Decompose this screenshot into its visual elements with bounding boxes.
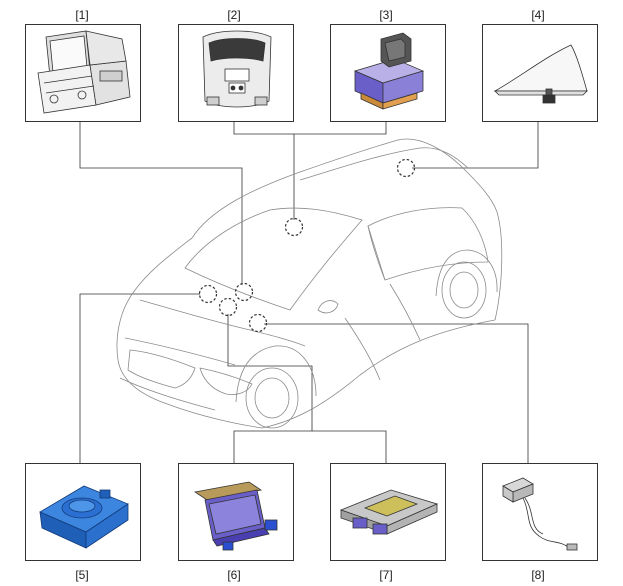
blue-module-icon: [39, 485, 129, 549]
sensor-with-harness-icon: [502, 477, 578, 551]
leader-lines: [79, 122, 539, 463]
component-label-4: [4]: [531, 8, 545, 22]
car-windshield: [184, 207, 363, 311]
car-hood-line: [139, 299, 306, 347]
location-marker-1: [234, 282, 254, 302]
bracket-module-icon: [193, 481, 278, 551]
leader-line-2-3: [233, 122, 387, 135]
car-front-arch: [235, 345, 317, 403]
car-grille-top: [124, 337, 236, 366]
car-door-line: [344, 317, 381, 381]
car-headlight: [199, 367, 253, 395]
component-box-3: [330, 24, 446, 122]
airbag-control-unit-icon: [339, 489, 439, 535]
component-label-8: [8]: [531, 568, 545, 582]
leader-line-4: [412, 122, 539, 169]
location-marker-4: [396, 158, 416, 178]
component-label-2: [2]: [227, 8, 241, 22]
car-front-wheel: [245, 367, 299, 429]
location-marker-8: [248, 313, 268, 333]
component-box-7: [330, 463, 446, 561]
leader-line-8: [264, 323, 529, 463]
car-front-rim: [254, 377, 290, 419]
car-rear-door-line: [389, 283, 421, 341]
leader-line-1: [79, 122, 243, 285]
shark-fin-antenna-icon: [493, 44, 588, 104]
component-label-3: [3]: [379, 8, 393, 22]
leader-line-6: [227, 314, 313, 463]
car-outline: [116, 138, 503, 429]
sensor-module-icon: [353, 32, 425, 110]
leader-line-7: [312, 430, 387, 463]
location-marker-6-7: [218, 297, 238, 317]
overhead-console-icon: [202, 30, 272, 108]
location-marker-2-3: [284, 217, 304, 237]
component-box-8: [482, 463, 598, 561]
car-mirror: [317, 300, 339, 314]
car-grille: [127, 349, 196, 389]
car-rear-rim: [449, 271, 479, 309]
car-roof-line: [191, 138, 503, 321]
component-label-1: [1]: [75, 8, 89, 22]
car-front-line: [116, 237, 263, 429]
location-marker-5: [198, 284, 218, 304]
component-box-1: [25, 24, 141, 122]
car-side-window: [367, 207, 489, 281]
component-label-6: [6]: [227, 568, 241, 582]
component-label-7: [7]: [379, 568, 393, 582]
car-rear-arch: [435, 249, 498, 297]
car-roof-rail: [299, 147, 469, 181]
component-label-5: [5]: [75, 568, 89, 582]
audio-head-unit-icon: [37, 30, 131, 114]
car-bumper-line: [119, 377, 216, 411]
leader-line-5: [79, 293, 200, 463]
component-box-5: [25, 463, 141, 561]
component-box-4: [482, 24, 598, 122]
car-window-pillar: [367, 225, 386, 281]
car-rear-wheel: [441, 261, 487, 319]
location-markers: [198, 158, 416, 333]
component-box-6: [178, 463, 294, 561]
car-bottom-line: [261, 319, 496, 429]
component-box-2: [178, 24, 294, 122]
